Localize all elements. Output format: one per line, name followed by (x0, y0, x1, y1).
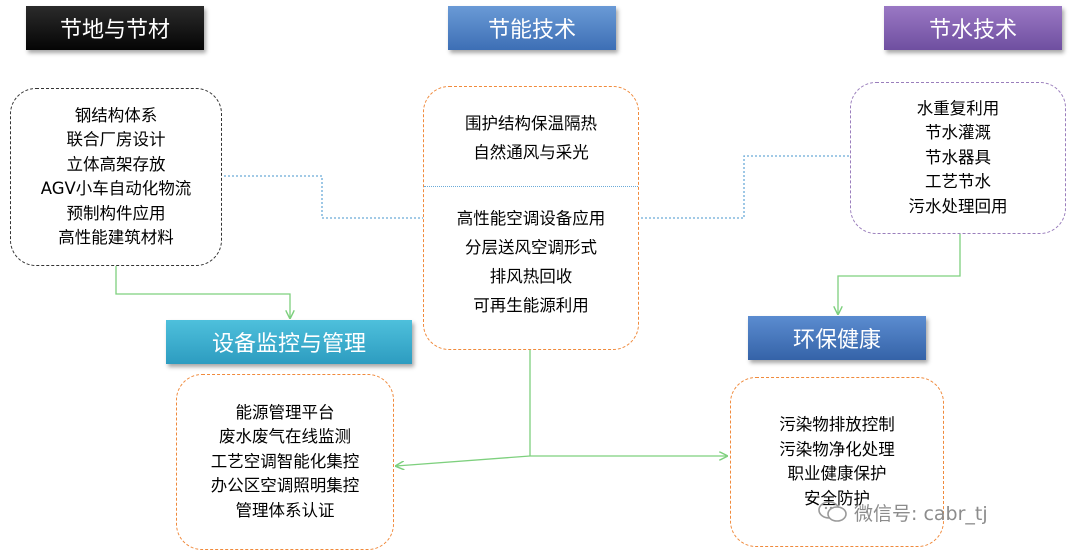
list-item: 水重复利用 (916, 98, 1000, 118)
header-water: 节水技术 (884, 6, 1062, 50)
box-water: 水重复利用 节水灌溉 节水器具 工艺节水 污水处理回用 (850, 82, 1066, 234)
header-monitoring: 设备监控与管理 (166, 320, 412, 364)
list-item: AGV小车自动化物流 (40, 179, 192, 198)
list-item: 管理体系认证 (235, 500, 335, 520)
list-item: 能源管理平台 (235, 402, 335, 422)
wechat-icon (818, 501, 847, 522)
list-item: 高性能建筑材料 (58, 228, 174, 247)
header-energy: 节能技术 (448, 6, 616, 50)
energy-hvac-section: 高性能空调设备应用 分层送风空调形式 排风热回收 可再生能源利用 (424, 204, 638, 320)
list-item: 自然通风与采光 (473, 143, 589, 162)
list-item: 污染物排放控制 (779, 415, 895, 434)
list-item: 办公区空调照明集控 (210, 476, 360, 496)
box-monitoring: 能源管理平台 废水废气在线监测 工艺空调智能化集控 办公区空调照明集控 管理体系… (176, 374, 394, 550)
header-land-material: 节地与节材 (26, 6, 204, 50)
connector-land-energy (220, 175, 423, 219)
box-energy: 围护结构保温隔热 自然通风与采光 高性能空调设备应用 分层送风空调形式 排风热回… (423, 86, 639, 350)
box-land-material: 钢结构体系 联合厂房设计 立体高架存放 AGV小车自动化物流 预制构件应用 高性… (10, 88, 222, 266)
arrow-water-eco (838, 232, 961, 314)
energy-envelope-section: 围护结构保温隔热 自然通风与采光 (424, 109, 638, 167)
header-environment-health: 环保健康 (748, 316, 926, 360)
list-item: 污染物净化处理 (779, 439, 895, 459)
list-item: 污水处理回用 (908, 196, 1008, 216)
list-item: 可再生能源利用 (473, 296, 589, 315)
list-item: 立体高架存放 (66, 154, 166, 174)
watermark: 微信号: cabr_tj (818, 496, 1050, 528)
list-item: 钢结构体系 (74, 105, 158, 125)
list-item: 排风热回收 (489, 267, 573, 286)
list-item: 工艺节水 (925, 172, 991, 192)
list-item: 高性能空调设备应用 (456, 209, 606, 228)
list-item: 预制构件应用 (66, 203, 166, 223)
list-item: 联合厂房设计 (66, 130, 166, 149)
list-item: 围护结构保温隔热 (465, 114, 597, 133)
watermark-text: 微信号: cabr_tj (854, 502, 988, 525)
arrow-land-monitor (115, 264, 290, 318)
arrow-energy-monitor (396, 455, 531, 466)
list-item: 职业健康保护 (787, 464, 887, 483)
list-item: 安全防护 (804, 488, 870, 508)
list-item: 废水废气在线监测 (219, 427, 351, 447)
list-item: 工艺空调智能化集控 (210, 451, 360, 471)
list-item: 节水灌溉 (925, 123, 991, 143)
list-item: 节水器具 (925, 147, 991, 167)
list-item: 分层送风空调形式 (465, 238, 597, 257)
divider (424, 186, 638, 187)
connector-energy-water (637, 155, 850, 219)
